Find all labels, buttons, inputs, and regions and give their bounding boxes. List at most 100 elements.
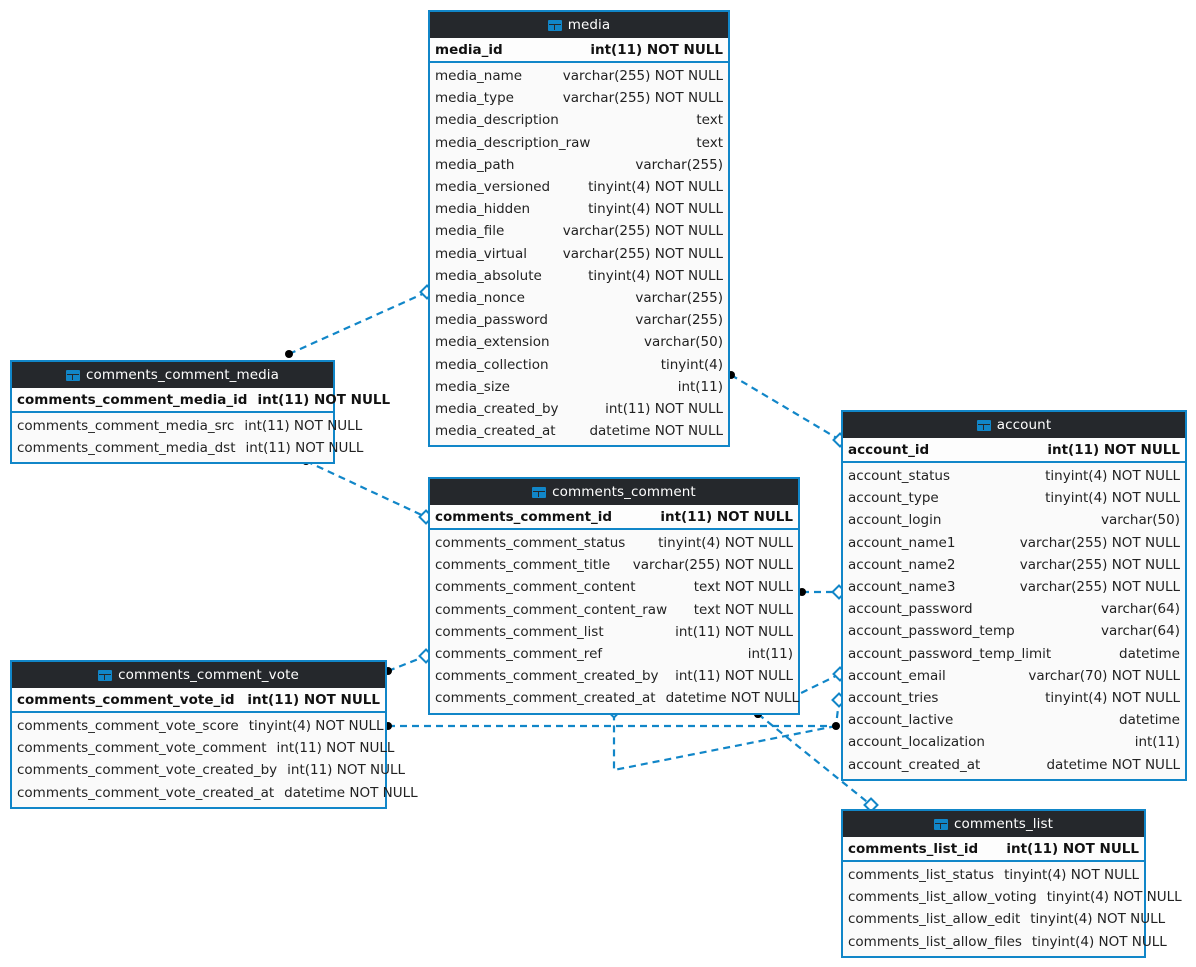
column-type: tinyint(4) NOT NULL <box>1004 867 1139 884</box>
table-comments_list[interactable]: comments_list comments_list_id int(11) NOT… <box>841 809 1182 958</box>
column-name: comments_list_status <box>848 867 994 884</box>
column-type: varchar(255) NOT NULL <box>1019 534 1180 551</box>
column-name: media_extension <box>435 334 550 351</box>
primary-key-row[interactable]: comments_list_id int(11) NOT NULL <box>843 837 1144 862</box>
table-header-comments_comment_vote[interactable]: comments_comment_vote <box>12 662 385 688</box>
column-name: comments_list_id <box>848 840 979 857</box>
table-icon <box>976 419 991 431</box>
table-header-comments_comment[interactable]: comments_comment <box>430 479 798 505</box>
table-comments_comment_vote[interactable]: comments_comment_vote comments_comment_vo… <box>10 660 418 809</box>
table-header-account[interactable]: account <box>843 412 1185 438</box>
column-type: varchar(255) NOT NULL <box>632 557 793 574</box>
column-type: datetime <box>1119 712 1180 729</box>
table-icon <box>933 818 948 830</box>
column-name: comments_list_allow_voting <box>848 889 1037 906</box>
table-header-comments_comment_media[interactable]: comments_comment_media <box>12 362 333 388</box>
table-header-media[interactable]: media <box>430 12 728 38</box>
column-type: int(11) <box>677 378 723 395</box>
column-type: tinyint(4) NOT NULL <box>588 201 723 218</box>
column-type: int(11) NOT NULL <box>257 391 391 408</box>
column-row[interactable]: comments_list_status tinyint(4) NOT NULL <box>843 864 1144 887</box>
table-title: account <box>996 417 1052 433</box>
column-type: int(11) NOT NULL <box>245 440 364 457</box>
table-title: comments_comment_vote <box>118 667 299 683</box>
column-type: int(11) NOT NULL <box>605 400 723 417</box>
column-type: varchar(255) <box>635 156 723 173</box>
relation-source-dot <box>285 350 293 358</box>
column-name: account_login <box>848 512 942 529</box>
column-name: account_name3 <box>848 579 956 596</box>
column-name: media_created_at <box>435 423 556 440</box>
column-type: datetime NOT NULL <box>665 690 800 707</box>
column-type: varchar(64) <box>1100 623 1180 640</box>
column-name: media_versioned <box>435 179 551 196</box>
column-name: comments_comment_media_src <box>17 418 235 435</box>
table-header-comments_list[interactable]: comments_list <box>843 811 1144 837</box>
column-type: int(11) NOT NULL <box>1006 840 1139 857</box>
column-name: comments_comment_id <box>435 508 613 525</box>
